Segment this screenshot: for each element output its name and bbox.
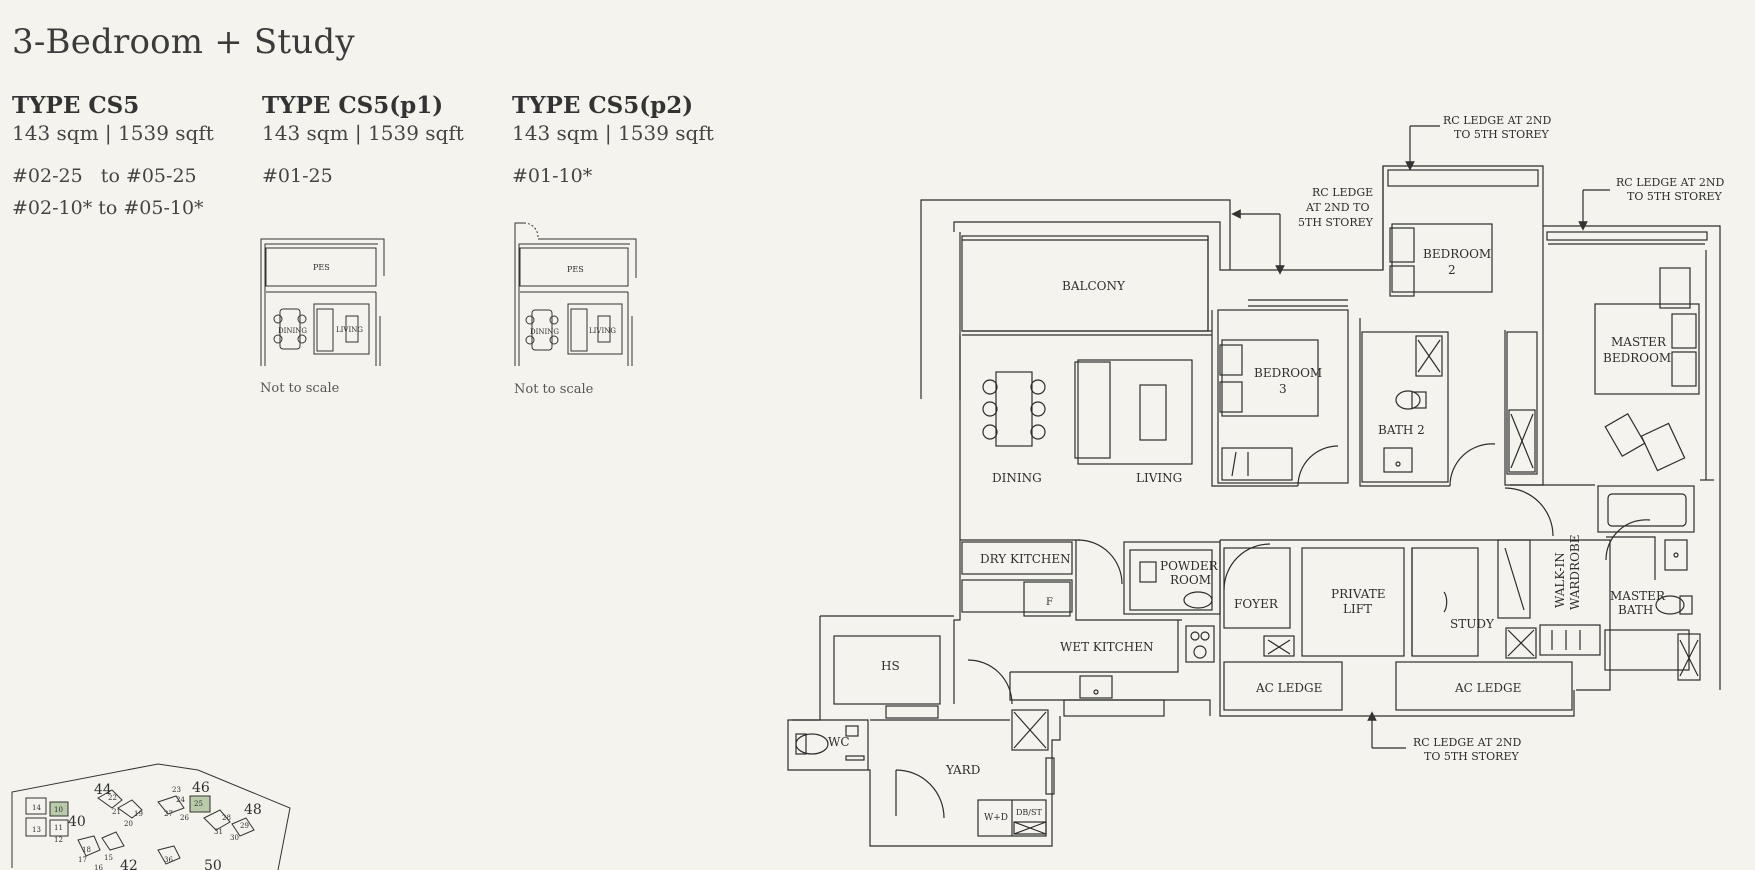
annotation-rc-top-right-2: TO 5TH STOREY [1627,190,1722,203]
room-master-bath: MASTER [1610,589,1666,603]
room-wardrobe: WARDROBE [1568,534,1582,610]
block-label: 40 [68,814,86,830]
unit-label: 16 [94,864,103,870]
thumb-pes-label: PES [313,263,330,272]
annotation-rc-left: RC LEDGE [1312,186,1373,199]
unit-label: 22 [108,794,117,802]
block-label: 42 [120,858,138,870]
unit-label: 28 [222,814,231,822]
type-cs5-p1-block: TYPE CS5(p1) 143 sqm | 1539 sqft #01-25 [262,92,464,187]
type-area: 143 sqm | 1539 sqft [12,121,214,145]
fridge-label: F [1046,597,1053,608]
room-wd: W+D [984,813,1008,823]
thumb-dining-label: DINING [530,328,559,336]
room-private-lift-2: LIFT [1343,602,1372,616]
room-bath2: BATH 2 [1378,423,1425,437]
room-private-lift: PRIVATE [1331,587,1385,601]
unit-label: 19 [134,810,143,818]
thumbnail-plan-p2: PES DINING LIVING [514,222,637,366]
thumb-living-label: LIVING [589,327,616,335]
annotation-rc-bottom: RC LEDGE AT 2ND [1413,736,1521,749]
room-bedroom2: BEDROOM [1423,247,1491,261]
room-balcony: BALCONY [1062,279,1126,293]
not-to-scale-note: Not to scale [260,381,340,396]
thumb-pes-label: PES [567,265,584,274]
room-yard: YARD [945,763,980,777]
unit-label: 13 [32,826,41,834]
unit-label: 14 [32,804,41,812]
room-wet-kitchen: WET KITCHEN [1060,640,1154,654]
room-master-bath-2: BATH [1618,603,1653,617]
unit-range: #02-25 to #05-25 [12,165,197,187]
block-label: 44 [94,782,112,798]
unit-label: 36 [164,856,173,864]
unit-label: 17 [78,856,87,864]
room-foyer: FOYER [1234,597,1279,611]
type-cs5-p2-block: TYPE CS5(p2) 143 sqm | 1539 sqft #01-10* [512,92,714,187]
annotation-rc-bottom-2: TO 5TH STOREY [1424,750,1519,763]
unit-label: 31 [214,828,223,836]
unit-label: 27 [164,810,173,818]
thumb-living-label: LIVING [336,326,363,334]
room-bedroom3-number: 3 [1279,382,1287,396]
unit-label: 11 [54,824,63,832]
room-powder-room: POWDER [1160,559,1219,573]
type-area: 143 sqm | 1539 sqft [262,121,464,145]
annotation-rc-left-2: AT 2ND TO [1305,201,1369,214]
room-hs: HS [881,659,900,673]
type-name: TYPE CS5(p2) [512,92,694,119]
annotation-rc-top-center: RC LEDGE AT 2ND [1443,114,1551,127]
room-master-bedroom: MASTER [1611,335,1667,349]
room-dining: DINING [992,471,1042,485]
type-name: TYPE CS5 [12,92,140,119]
type-area: 143 sqm | 1539 sqft [512,121,714,145]
page-title: 3-Bedroom + Study [12,22,355,62]
unit-label: 15 [104,854,113,862]
annotation-rc-left-3: 5TH STOREY [1298,216,1374,229]
thumb-dining-label: DINING [278,327,307,335]
unit-label: 29 [240,822,249,830]
unit-range: #01-25 [262,165,333,187]
room-living: LIVING [1136,471,1182,485]
unit-label: 26 [180,814,189,822]
unit-label: 24 [176,796,185,804]
room-master-bedroom-2: BEDROOM [1603,351,1671,365]
not-to-scale-note: Not to scale [514,382,594,397]
unit-label: 25 [194,800,203,808]
type-name: TYPE CS5(p1) [262,92,444,119]
block-label: 50 [204,858,222,870]
room-ac-ledge-right: AC LEDGE [1454,681,1521,695]
room-powder-room-2: ROOM [1170,573,1211,587]
unit-range: #01-10* [512,165,593,187]
unit-range: #02-10* to #05-10* [12,197,204,219]
annotation-rc-top-center-2: TO 5TH STOREY [1454,128,1549,141]
type-cs5-block: TYPE CS5 143 sqm | 1539 sqft #02-25 to #… [12,92,214,219]
room-study: STUDY [1450,617,1495,631]
room-wc: WC [828,735,850,749]
room-dbst: DB/ST [1016,808,1042,817]
thumbnail-plan-p1: PES DINING LIVING [260,238,385,366]
unit-label: 12 [54,836,63,844]
site-keyplan: 44 46 48 40 42 50 14 10 11 12 13 22 21 2… [11,763,291,870]
room-walk-in: WALK-IN [1553,552,1567,608]
room-dry-kitchen: DRY KITCHEN [980,552,1071,566]
unit-label: 23 [172,786,181,794]
unit-label: 10 [54,806,63,814]
unit-label: 21 [112,808,121,816]
unit-label: 30 [230,834,239,842]
room-ac-ledge-left: AC LEDGE [1255,681,1322,695]
unit-label: 18 [82,846,91,854]
room-bedroom2-number: 2 [1448,263,1456,277]
annotation-rc-top-right: RC LEDGE AT 2ND [1616,176,1724,189]
room-bedroom3: BEDROOM [1254,366,1322,380]
block-label: 46 [192,780,210,796]
unit-label: 20 [124,820,133,828]
block-label: 48 [244,802,262,818]
